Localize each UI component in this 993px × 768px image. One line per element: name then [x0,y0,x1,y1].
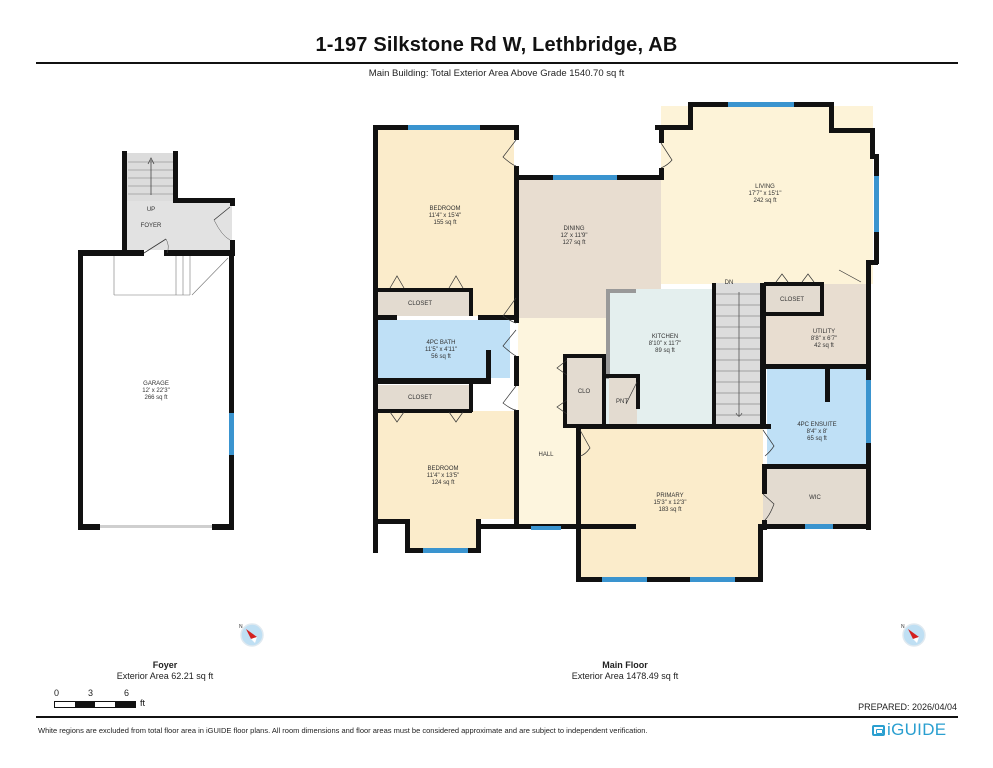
bath-area: 56 sq ft [431,354,451,360]
utility-room [764,314,868,366]
closet-2-room [377,385,469,411]
compass-north-icon: N [239,623,264,647]
label-garage: GARAGE [143,381,169,387]
label-ensuite: 4PC ENSUITE [797,422,836,428]
bedroom-2-area: 124 sq ft [431,480,454,486]
garage-door [100,525,212,528]
iguide-logo-icon [872,724,885,736]
clo-room [567,357,602,425]
label-pnt: PNT [616,399,628,405]
primary-room [580,428,763,578]
ensuite-area: 65 sq ft [807,436,827,442]
label-kitchen: KITCHEN [652,334,678,340]
ensuite-room [767,368,868,464]
svg-text:N: N [901,624,905,630]
page-title: 1-197 Silkstone Rd W, Lethbridge, AB [315,34,678,56]
main-floor-caption: Main Floor Exterior Area 1478.49 sq ft [545,660,705,682]
windows [408,102,879,582]
ensuite-dims: 8'4" x 8' [807,429,828,435]
window [229,413,234,455]
foyer-floor-caption: Foyer Exterior Area 62.21 sq ft [90,660,240,682]
dining-area: 127 sq ft [562,240,585,246]
label-up: UP [147,207,155,213]
label-utility: UTILITY [813,329,835,335]
bedroom-1-area: 155 sq ft [433,220,456,226]
label-foyer: FOYER [141,223,162,229]
label-closet-1: CLOSET [408,301,432,307]
floor-name: Foyer [152,660,178,670]
primary-dims: 15'3" x 12'3" [654,500,687,506]
scale-tick: 0 [54,688,60,698]
closet-1-room [377,290,469,316]
main-floor-plan: BEDROOM 11'4" x 15'4" 155 sq ft CLOSET 4… [373,102,879,582]
foyer-floor-plan: UP FOYER GARAGE 12' x 22'3" 266 sq ft [78,151,235,530]
label-clo: CLO [578,389,591,395]
closet-3-room [764,284,820,314]
living-dims: 17'7" x 15'1" [749,191,782,197]
scale-unit: ft [140,698,146,708]
label-living: LIVING [755,184,775,190]
label-hall: HALL [538,452,554,458]
kitchen-dims: 8'10" x 11'7" [649,341,681,347]
disclaimer-text: White regions are excluded from total fl… [38,726,648,735]
bedroom-1-dims: 11'4" x 15'4" [429,213,461,219]
brand-name: iGUIDE [887,720,947,739]
living-area: 242 sq ft [753,198,776,204]
living-room [661,106,873,284]
compass-north-icon: N [901,623,926,647]
scale-tick: 3 [88,688,94,698]
label-closet-3: CLOSET [780,297,804,303]
garage-room [82,255,228,525]
bedroom-2-dims: 11'4" x 13'5" [427,473,459,479]
label-bedroom-2: BEDROOM [427,466,458,472]
title-divider [36,62,958,64]
garage-dims: 12' x 22'3" [142,388,169,394]
utility-dims: 8'8" x 6'7" [811,336,837,342]
primary-area: 183 sq ft [658,507,681,513]
kitchen-area: 89 sq ft [655,348,675,354]
dining-dims: 12' x 11'9" [561,233,588,239]
prepared-date: PREPARED: 2026/04/04 [858,702,957,712]
label-primary: PRIMARY [656,493,683,499]
room-labels: BEDROOM 11'4" x 15'4" 155 sq ft CLOSET 4… [408,184,837,513]
svg-text:N: N [239,624,243,630]
bedroom-2-room [377,411,514,519]
foyer-room [126,201,232,250]
scale-bar: 0 3 6 ft [54,688,164,712]
label-dn: DN [725,280,734,286]
footer-divider [36,716,958,718]
label-closet-2: CLOSET [408,395,432,401]
utility-area: 42 sq ft [814,343,834,349]
floor-area: Exterior Area 1478.49 sq ft [571,671,679,681]
label-4pc-bath: 4PC BATH [427,340,456,346]
label-wic: WIC [809,495,821,501]
doors [389,139,862,521]
scale-tick: 6 [124,688,130,698]
label-dining: DINING [564,226,585,232]
floor-area: Exterior Area 62.21 sq ft [116,671,214,681]
bedroom-1-room [377,129,514,290]
label-bedroom-1: BEDROOM [429,206,460,212]
wic-room [763,468,868,525]
garage-area: 266 sq ft [144,395,167,401]
floor-name: Main Floor [602,660,648,670]
iguide-logo: iGUIDE [872,720,946,740]
pantry-room [609,377,637,425]
bath-dims: 11'5" x 4'11" [425,347,457,353]
total-area-subtitle: Main Building: Total Exterior Area Above… [368,68,625,79]
